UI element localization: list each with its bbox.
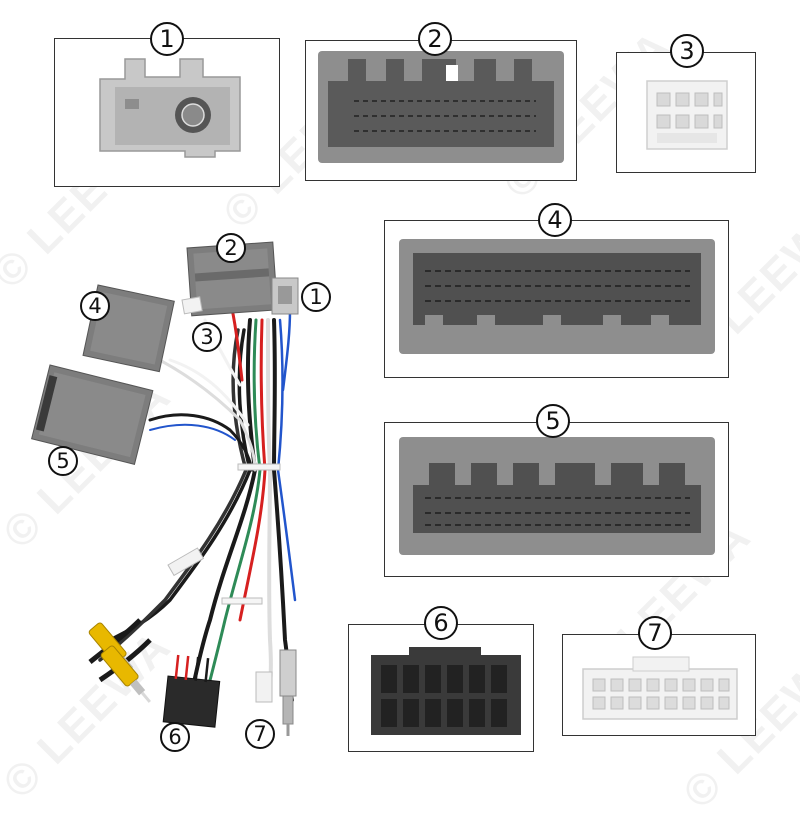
connector-7-number: 7 xyxy=(638,616,672,650)
connector-1-panel xyxy=(54,38,280,187)
harness-label-3: 3 xyxy=(192,322,222,352)
connector-2-panel xyxy=(305,40,577,181)
connector-4-number: 4 xyxy=(538,203,572,237)
connector-6-number: 6 xyxy=(424,606,458,640)
connector-1-image xyxy=(99,58,241,158)
harness-label-4: 4 xyxy=(80,291,110,321)
connector-2-image xyxy=(318,51,564,163)
connector-3-panel xyxy=(616,52,756,173)
connector-6-image xyxy=(371,647,521,735)
connector-7-image xyxy=(582,656,738,720)
connector-5-number: 5 xyxy=(536,404,570,438)
harness-label-1: 1 xyxy=(301,282,331,312)
harness-label-7: 7 xyxy=(245,719,275,749)
connector-3-image xyxy=(646,80,728,150)
connector-2-number: 2 xyxy=(418,22,452,56)
harness-label-2: 2 xyxy=(216,233,246,263)
harness-label-6: 6 xyxy=(160,722,190,752)
harness-label-5: 5 xyxy=(48,446,78,476)
connector-4-panel xyxy=(384,220,729,378)
connector-5-image xyxy=(399,437,715,555)
connector-4-image xyxy=(399,239,715,354)
connector-6-panel xyxy=(348,624,534,752)
connector-1-number: 1 xyxy=(150,22,184,56)
connector-7-panel xyxy=(562,634,756,736)
connector-5-panel xyxy=(384,422,729,577)
connector-3-number: 3 xyxy=(670,34,704,68)
